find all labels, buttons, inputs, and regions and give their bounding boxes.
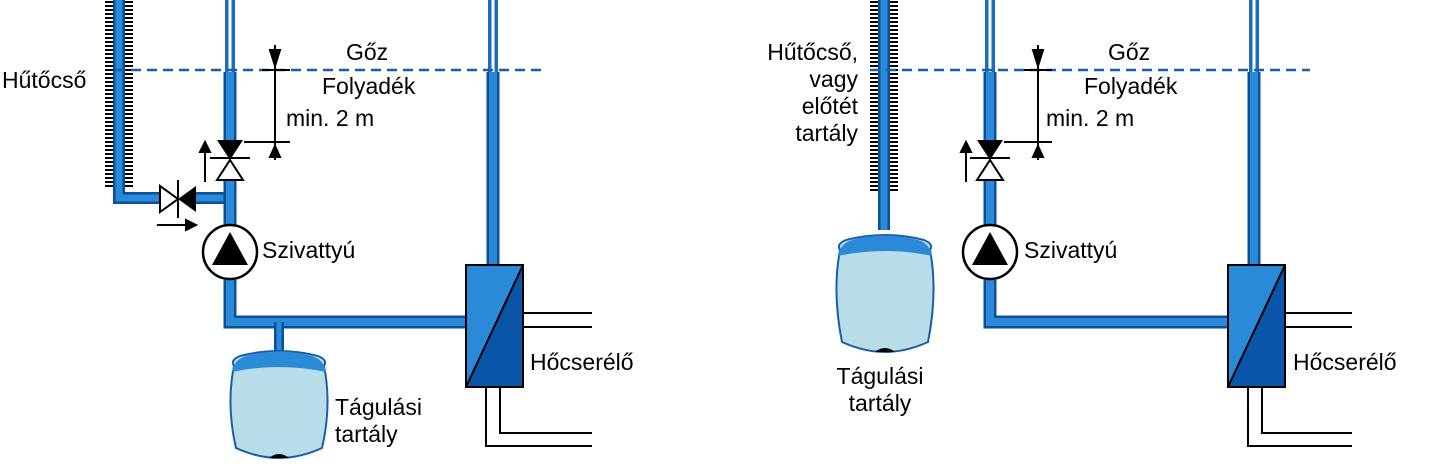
left-flow-arrow-right — [157, 218, 199, 232]
right-heat-exchanger — [1227, 264, 1286, 388]
right-label-radiator-3: előtét — [802, 93, 859, 119]
right-label-tank-1: Tágulási — [837, 363, 924, 389]
right-pump — [961, 223, 1019, 281]
left-label-height: min. 2 m — [286, 105, 374, 131]
right-height-dimension — [1004, 45, 1052, 160]
left-label-radiator: Hűtőcső — [2, 67, 86, 93]
right-label-radiator-4: tartály — [795, 120, 858, 146]
right-expansion-tank — [835, 234, 935, 354]
left-label-tank-1: Tágulási — [335, 394, 422, 420]
right-vertical-valve — [970, 140, 1010, 181]
left-circuit: Hűtőcső Gőz Folyadék min. 2 m Szivattyú … — [2, 0, 634, 460]
right-label-radiator-2: vagy — [809, 66, 858, 92]
right-circuit: Hűtőcső, vagy előtét tartály Gőz Folyadé… — [767, 0, 1397, 447]
right-label-liquid: Folyadék — [1084, 73, 1178, 99]
left-vertical-valve — [210, 140, 250, 181]
left-pump — [201, 223, 259, 281]
right-label-tank-2: tartály — [849, 390, 912, 416]
right-label-radiator-1: Hűtőcső, — [767, 39, 858, 65]
left-expansion-tank — [229, 350, 329, 460]
right-label-steam: Gőz — [1108, 39, 1150, 65]
left-hx-secondary-pipes — [485, 312, 592, 447]
right-hx-secondary-pipes — [1247, 312, 1352, 447]
right-label-pump: Szivattyú — [1024, 237, 1117, 263]
right-label-hx: Hőcserélő — [1293, 349, 1397, 375]
right-flow-arrow-up — [959, 139, 973, 182]
left-horizontal-valve — [159, 180, 196, 218]
right-label-height: min. 2 m — [1046, 105, 1134, 131]
left-label-liquid: Folyadék — [322, 73, 416, 99]
left-return-pipe — [223, 280, 466, 329]
left-flow-arrow-up — [198, 139, 212, 182]
left-label-hx: Hőcserélő — [530, 349, 634, 375]
left-height-dimension — [244, 45, 290, 160]
left-heat-exchanger — [465, 264, 524, 388]
left-label-tank-2: tartály — [335, 421, 398, 447]
left-label-pump: Szivattyú — [262, 237, 355, 263]
left-label-steam: Gőz — [346, 39, 388, 65]
right-return-pipe — [983, 280, 1228, 329]
